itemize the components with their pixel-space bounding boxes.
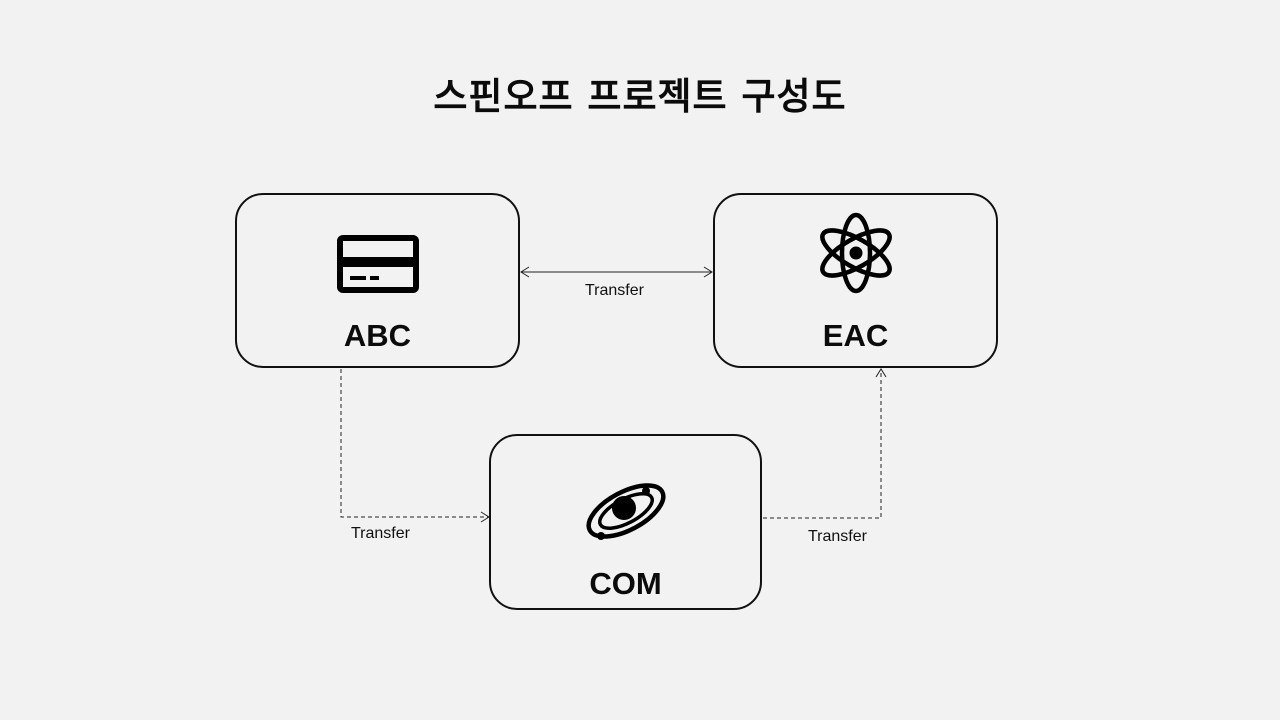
planet-icon xyxy=(585,483,666,540)
node-com[interactable]: COM xyxy=(489,434,762,610)
edge-com-eac-line xyxy=(763,368,887,519)
edge-label-abc-com: Transfer xyxy=(351,525,410,542)
credit-card-icon xyxy=(336,235,419,293)
atom-icon xyxy=(819,212,892,294)
node-label: ABC xyxy=(343,318,412,353)
node-label: COM xyxy=(589,566,662,601)
node-eac[interactable]: EAC xyxy=(713,193,998,368)
edge-abc-eac-line xyxy=(520,266,713,278)
node-abc[interactable]: ABC xyxy=(235,193,520,368)
page-title: 스핀오프 프로젝트 구성도 xyxy=(433,75,847,118)
edge-label-com-eac: Transfer xyxy=(808,528,867,545)
node-label: EAC xyxy=(822,318,889,353)
edge-label-abc-eac: Transfer xyxy=(585,282,644,299)
edge-abc-com-line xyxy=(340,369,490,523)
